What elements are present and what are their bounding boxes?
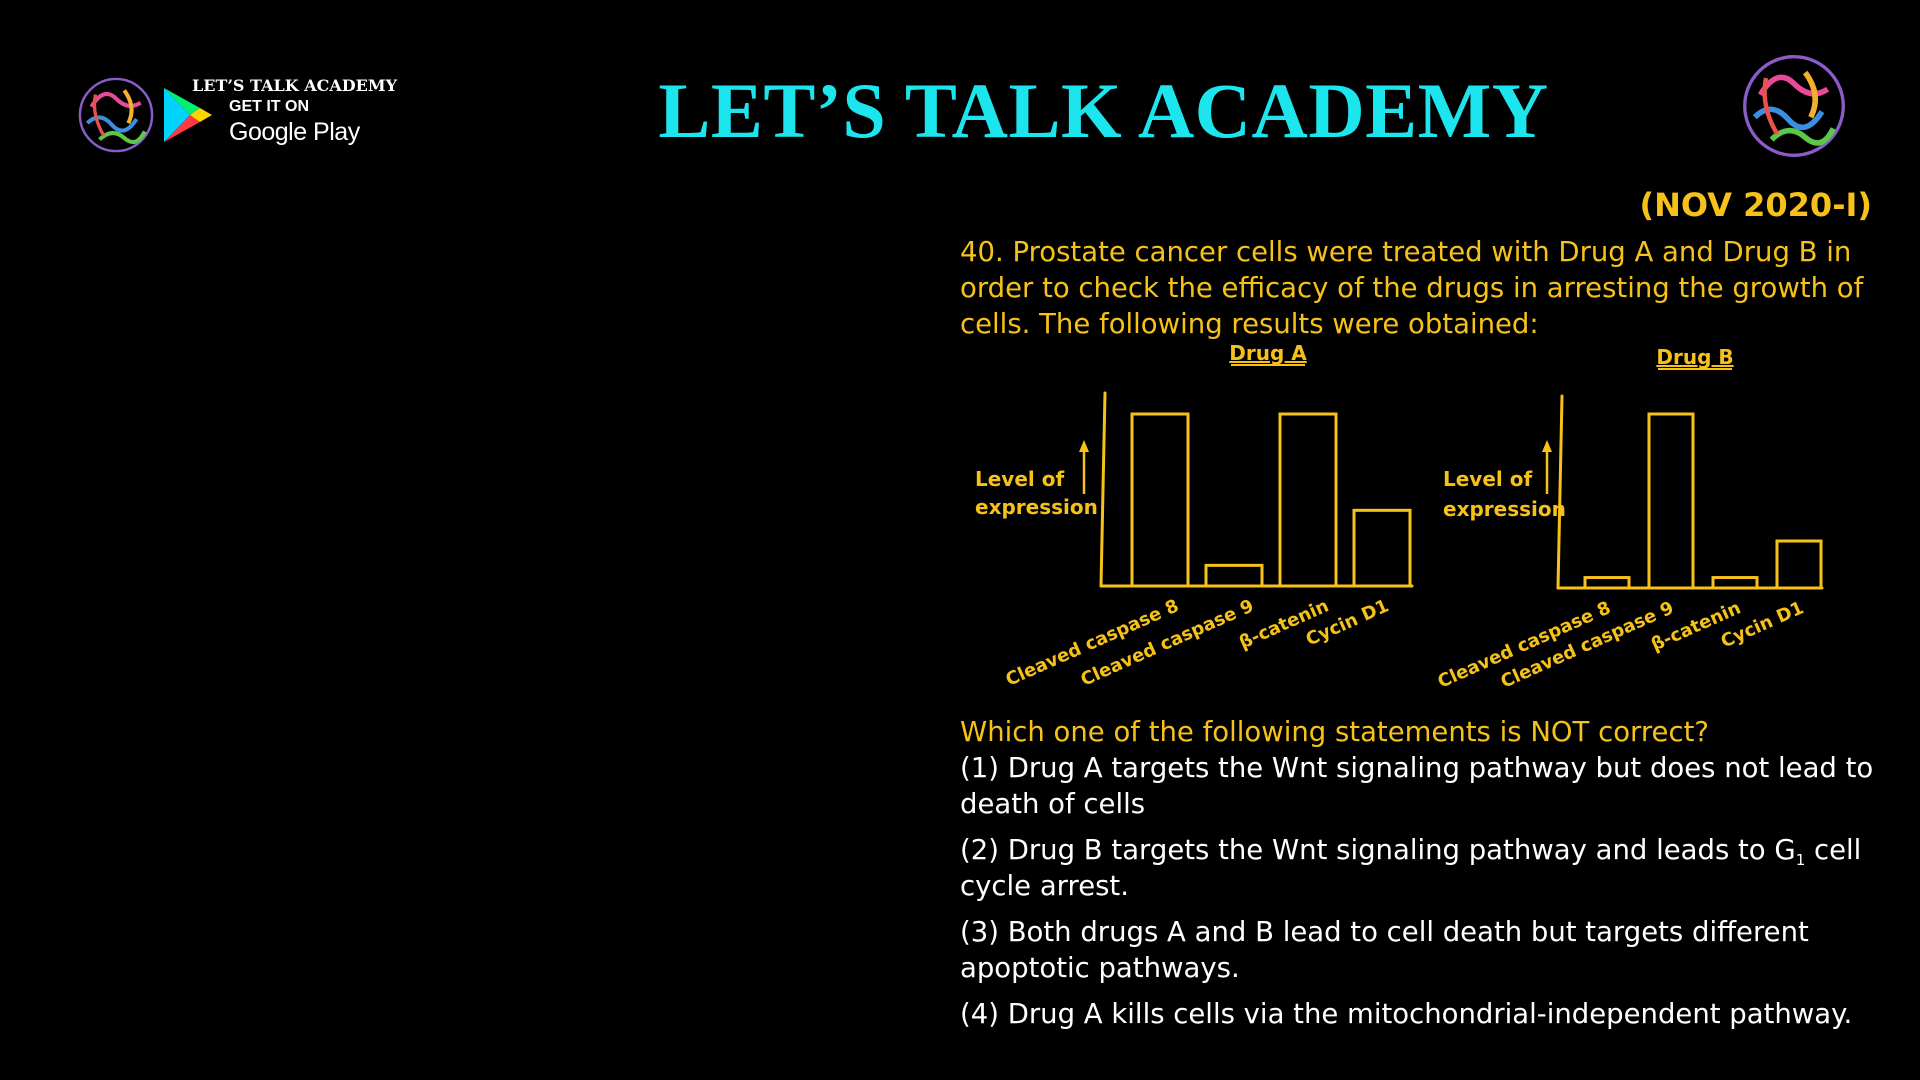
google-play-icon [164, 88, 212, 142]
badge-get-it-label: GET IT ON [229, 98, 309, 115]
bar [1130, 412, 1190, 588]
exam-session-label: (NOV 2020-I) [1639, 186, 1872, 224]
chart-title: Drug A [1229, 341, 1307, 365]
protein-structure-logo-icon [1743, 55, 1845, 157]
option-1-text-cont: death of cells [960, 788, 1146, 820]
badge-store-label: Google Play [229, 118, 360, 146]
option-2-subscript: 1 [1795, 851, 1806, 869]
option-3-text-cont: apoptotic pathways. [960, 952, 1240, 984]
question-stem-line: order to check the efficacy of the drugs… [960, 272, 1864, 304]
option-1-text: (1) Drug A targets the Wnt signaling pat… [960, 752, 1874, 784]
bar [1204, 563, 1264, 588]
bar [1647, 412, 1695, 590]
y-axis-label: expression [1443, 497, 1566, 521]
y-axis [1556, 394, 1564, 590]
google-play-badge[interactable]: LET’S TALK ACADEMY GET IT ON Google Play [160, 76, 420, 156]
option-2-text: (2) Drug B targets the Wnt signaling pat… [960, 832, 1862, 878]
bar [1352, 508, 1412, 588]
y-axis-label: expression [975, 495, 1098, 519]
badge-academy-label: LET’S TALK ACADEMY [192, 76, 397, 95]
bar [1583, 576, 1631, 590]
question-prompt: Which one of the following statements is… [960, 716, 1709, 748]
bar [1775, 539, 1823, 590]
option-2-text-pre: (2) Drug B targets the Wnt signaling pat… [960, 834, 1796, 866]
option-2-text-post: cell [1805, 834, 1862, 866]
y-axis-label: Level of [975, 467, 1064, 491]
y-axis-label: Level of [1443, 467, 1532, 491]
option-4-text: (4) Drug A kills cells via the mitochond… [960, 998, 1853, 1030]
option-2-text-cont: cycle arrest. [960, 870, 1129, 902]
bar [1278, 412, 1338, 588]
chart-title: Drug B [1656, 345, 1733, 369]
y-arrow-head [1542, 440, 1552, 452]
y-arrow-head [1079, 440, 1089, 452]
question-stem-line: cells. The following results were obtain… [960, 308, 1539, 340]
protein-structure-logo-icon [78, 77, 154, 153]
y-axis [1099, 391, 1107, 588]
question-stem-line: 40. Prostate cancer cells were treated w… [960, 236, 1852, 268]
bar [1711, 576, 1759, 590]
option-3-text: (3) Both drugs A and B lead to cell deat… [960, 916, 1809, 948]
page-title: LET’S TALK ACADEMY [658, 67, 1549, 154]
